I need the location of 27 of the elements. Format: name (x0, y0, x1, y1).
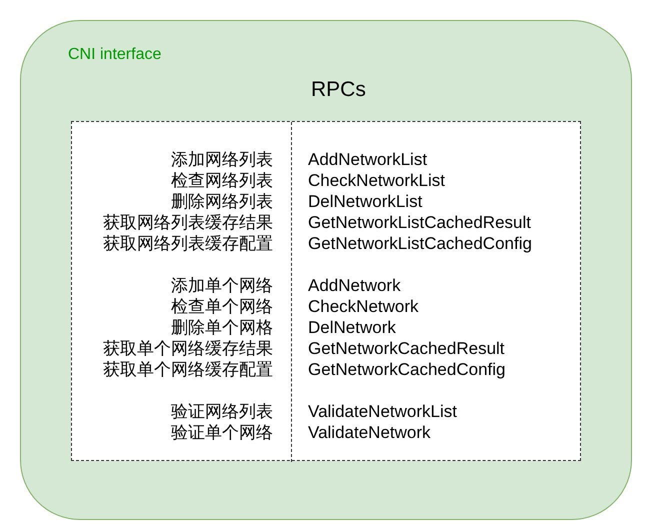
rpc-description: 删除网络列表 (171, 191, 273, 212)
rpc-name: GetNetworkCachedResult (308, 338, 505, 359)
rpc-name: GetNetworkListCachedResult (308, 212, 531, 233)
rpc-name: GetNetworkCachedConfig (308, 359, 506, 380)
rpc-name: AddNetworkList (308, 149, 428, 170)
rpc-description: 验证网络列表 (171, 401, 273, 422)
table-heading: RPCs (311, 78, 366, 102)
rpc-description: 添加单个网络 (171, 275, 273, 296)
rpc-name: AddNetwork (308, 275, 401, 296)
rpc-name: CheckNetworkList (308, 170, 445, 191)
rpc-name: ValidateNetworkList (308, 401, 457, 422)
rpc-description: 获取单个网络缓存配置 (103, 359, 273, 380)
interface-panel (20, 20, 632, 520)
rpc-name: DelNetwork (308, 317, 396, 338)
rpc-name: DelNetworkList (308, 191, 422, 212)
panel-title: CNI interface (68, 46, 162, 64)
rpc-description: 检查网络列表 (171, 170, 273, 191)
rpc-description: 获取网络列表缓存配置 (103, 233, 273, 254)
rpc-description: 删除单个网格 (171, 317, 273, 338)
rpc-name: ValidateNetwork (308, 422, 431, 443)
rpc-description: 获取单个网络缓存结果 (103, 338, 273, 359)
rpc-name: CheckNetwork (308, 296, 419, 317)
rpc-description: 添加网络列表 (171, 149, 273, 170)
rpc-name: GetNetworkListCachedConfig (308, 233, 532, 254)
rpc-description: 检查单个网络 (171, 296, 273, 317)
rpc-description: 验证单个网络 (171, 422, 273, 443)
rpc-description: 获取网络列表缓存结果 (103, 212, 273, 233)
